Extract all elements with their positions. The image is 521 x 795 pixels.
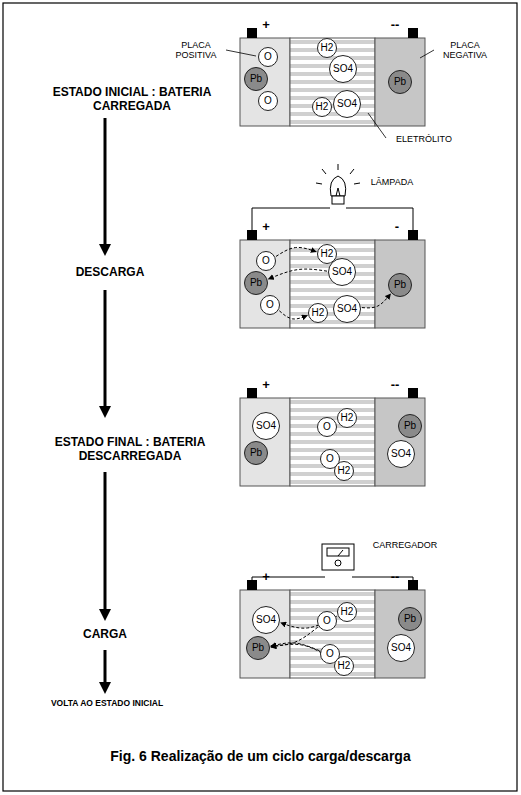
terminal-sign: -- <box>386 18 404 33</box>
state-label: VOLTA AO ESTADO INICIAL <box>32 699 182 709</box>
molecule-label: H2 <box>312 308 325 318</box>
molecule-circle: O <box>256 251 276 271</box>
molecule-circle: O <box>260 295 280 315</box>
part-label: ELETRÓLITO <box>386 134 462 144</box>
molecule-label: H2 <box>341 607 354 617</box>
terminal-sign: -- <box>386 378 404 393</box>
molecule-circle: SO4 <box>328 258 356 286</box>
molecule-label: O <box>323 422 331 432</box>
molecule-circle: SO4 <box>333 90 361 118</box>
molecule-circle: Pb <box>398 414 422 438</box>
molecule-circle: H2 <box>337 408 357 428</box>
molecule-label: SO4 <box>337 99 357 109</box>
molecule-label: O <box>266 300 274 310</box>
battery <box>240 580 425 678</box>
molecule-circle: SO4 <box>387 440 415 468</box>
molecule-label: Pb <box>404 421 416 431</box>
molecule-circle: Pb <box>388 273 412 297</box>
terminal-sign: + <box>259 570 273 585</box>
molecule-circle: H2 <box>312 97 332 117</box>
state-label: CARGA <box>55 628 155 642</box>
part-label: PLACA NEGATIVA <box>434 40 496 61</box>
molecule-circle: Pb <box>244 67 268 91</box>
molecule-label: Pb <box>250 74 262 84</box>
molecule-label: H2 <box>338 466 351 476</box>
molecule-circle: Pb <box>244 441 268 465</box>
molecule-label: SO4 <box>333 64 353 74</box>
molecule-label: Pb <box>394 280 406 290</box>
molecule-label: Pb <box>404 614 416 624</box>
terminal-sign: + <box>259 220 273 235</box>
flow-arrows <box>99 118 111 694</box>
state-label: ESTADO INICIAL : BATERIA CARREGADA <box>47 86 217 114</box>
molecule-circle: SO4 <box>329 55 357 83</box>
molecule-label: H2 <box>316 102 329 112</box>
molecule-circle: O <box>258 47 278 67</box>
molecule-circle: H2 <box>337 602 357 622</box>
molecule-circle: O <box>317 611 337 631</box>
molecule-circle: SO4 <box>252 412 280 440</box>
molecule-label: SO4 <box>256 421 276 431</box>
state-label: ESTADO FINAL : BATERIA DESCARREGADA <box>45 436 215 464</box>
state-label: DESCARGA <box>50 266 170 280</box>
molecule-circle: H2 <box>334 461 354 481</box>
figure-caption: Fig. 6 Realização de um ciclo carga/desc… <box>20 748 501 764</box>
molecule-label: H2 <box>321 249 334 259</box>
molecule-circle: H2 <box>317 38 337 58</box>
page-frame <box>3 3 517 791</box>
molecule-label: O <box>264 96 272 106</box>
molecule-circle: O <box>317 417 337 437</box>
reaction-arrow <box>279 311 307 319</box>
reaction-arrow <box>276 247 316 256</box>
battery <box>240 388 425 486</box>
molecule-circle: H2 <box>334 656 354 676</box>
molecule-label: SO4 <box>391 449 411 459</box>
battery <box>240 230 425 328</box>
lamp-circuit <box>252 164 413 240</box>
molecule-label: O <box>326 649 334 659</box>
battery <box>240 28 425 126</box>
molecule-label: Pb <box>250 278 262 288</box>
terminal-sign: + <box>259 18 273 33</box>
part-label: PLACA POSITIVA <box>166 40 226 61</box>
molecule-label: SO4 <box>256 615 276 625</box>
molecule-circle: Pb <box>398 607 422 631</box>
molecule-circle: O <box>258 91 278 111</box>
terminal-sign: - <box>390 220 404 235</box>
molecule-circle: Pb <box>244 271 268 295</box>
reaction-arrow <box>268 269 327 279</box>
molecule-label: O <box>264 52 272 62</box>
molecule-label: SO4 <box>391 643 411 653</box>
molecule-label: Pb <box>394 77 406 87</box>
molecule-label: H2 <box>321 43 334 53</box>
molecule-label: Pb <box>252 643 264 653</box>
terminal-sign: + <box>259 378 273 393</box>
molecule-label: SO4 <box>332 267 352 277</box>
molecule-label: O <box>326 454 334 464</box>
molecule-label: O <box>262 256 270 266</box>
part-label: CARREGADOR <box>365 540 445 550</box>
leader-lines <box>226 50 434 138</box>
reaction-arrow <box>362 294 391 308</box>
reaction-arrow <box>271 643 320 651</box>
molecule-label: H2 <box>338 661 351 671</box>
molecule-circle: Pb <box>246 636 270 660</box>
molecule-circle: SO4 <box>252 606 280 634</box>
molecule-label: Pb <box>250 448 262 458</box>
molecule-label: SO4 <box>337 304 357 314</box>
charger-circuit <box>252 544 413 590</box>
part-label: LÂMPADA <box>362 177 422 187</box>
molecule-label: H2 <box>341 413 354 423</box>
molecule-label: O <box>323 616 331 626</box>
molecule-circle: H2 <box>308 303 328 323</box>
terminal-sign: -- <box>386 570 404 585</box>
molecule-circle: SO4 <box>387 634 415 662</box>
molecule-circle: Pb <box>388 70 412 94</box>
molecule-circle: SO4 <box>333 295 361 323</box>
